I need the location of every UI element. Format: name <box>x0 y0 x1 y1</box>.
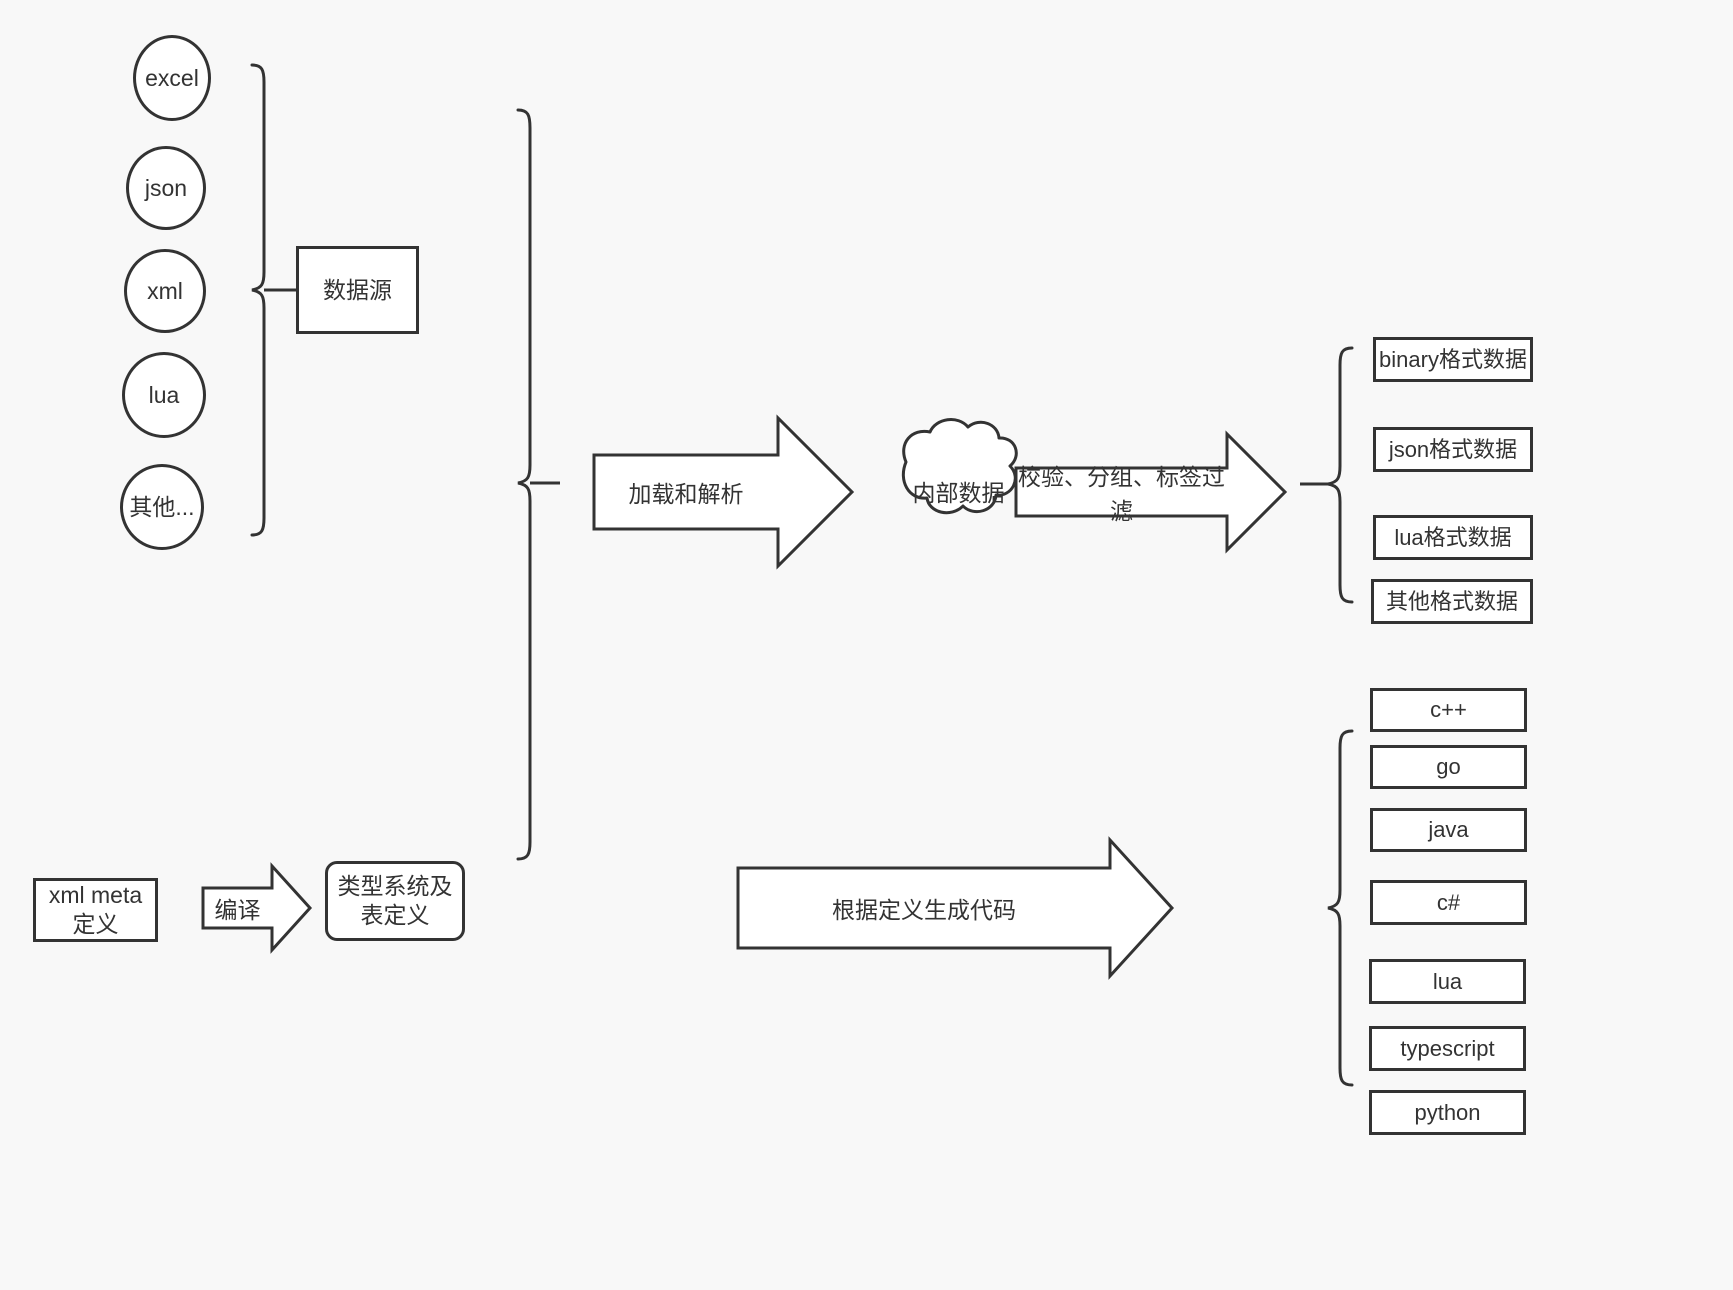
output-languages-brace <box>1327 729 1354 1087</box>
data-source-other-label: 其他... <box>129 493 195 520</box>
output-language-python[interactable]: python <box>1369 1090 1526 1135</box>
output-language-python-label: python <box>1414 1099 1481 1125</box>
output-language-cpp-label: c++ <box>1430 697 1467 723</box>
output-language-java[interactable]: java <box>1370 808 1527 852</box>
output-format-lua-label: lua格式数据 <box>1394 524 1512 550</box>
type-system-definition-label: 类型系统及表定义 <box>337 873 453 928</box>
data-source-other[interactable]: 其他... <box>120 464 204 550</box>
output-language-java-label: java <box>1428 817 1469 843</box>
data-source-xml[interactable]: xml <box>124 249 206 333</box>
output-format-binary-label: binary格式数据 <box>1379 346 1527 372</box>
output-language-lua[interactable]: lua <box>1369 959 1526 1004</box>
output-language-csharp-label: c# <box>1436 889 1461 915</box>
type-system-definition-box[interactable]: 类型系统及表定义 <box>325 861 465 941</box>
output-formats-brace <box>1327 346 1354 604</box>
xml-meta-definition-box[interactable]: xml meta定义 <box>33 878 158 942</box>
data-source-xml-label: xml <box>147 277 183 304</box>
data-source-excel[interactable]: excel <box>133 35 211 121</box>
codegen-arrow-shape <box>736 836 1175 980</box>
output-language-cpp[interactable]: c++ <box>1370 688 1527 732</box>
output-format-other-label: 其他格式数据 <box>1385 588 1518 614</box>
output-language-go-label: go <box>1436 754 1461 780</box>
output-language-go[interactable]: go <box>1370 745 1527 789</box>
data-source-lua-label: lua <box>148 381 180 408</box>
data-source-json[interactable]: json <box>126 146 206 230</box>
data-source-lua[interactable]: lua <box>122 352 206 438</box>
output-language-typescript[interactable]: typescript <box>1369 1026 1526 1071</box>
output-format-lua[interactable]: lua格式数据 <box>1373 515 1533 560</box>
compile-arrow-shape <box>201 862 313 954</box>
data-source-group-label: 数据源 <box>323 276 392 303</box>
output-format-binary[interactable]: binary格式数据 <box>1373 337 1533 382</box>
data-source-brace <box>250 63 266 537</box>
data-source-excel-label: excel <box>145 64 199 91</box>
load-parse-arrow-shape <box>592 414 855 570</box>
internal-data-cloud-shape <box>901 418 1018 515</box>
output-language-typescript-label: typescript <box>1400 1035 1495 1061</box>
filter-arrow-shape <box>1014 430 1288 554</box>
xml-meta-definition-label: xml meta定义 <box>48 882 143 937</box>
output-language-csharp[interactable]: c# <box>1370 880 1527 925</box>
data-source-group-box[interactable]: 数据源 <box>296 246 419 334</box>
output-format-other[interactable]: 其他格式数据 <box>1371 579 1533 624</box>
output-format-json[interactable]: json格式数据 <box>1373 427 1533 472</box>
output-format-json-label: json格式数据 <box>1388 436 1518 462</box>
pipeline-input-brace <box>516 108 532 861</box>
output-language-lua-label: lua <box>1432 968 1463 994</box>
data-source-json-label: json <box>144 174 188 201</box>
